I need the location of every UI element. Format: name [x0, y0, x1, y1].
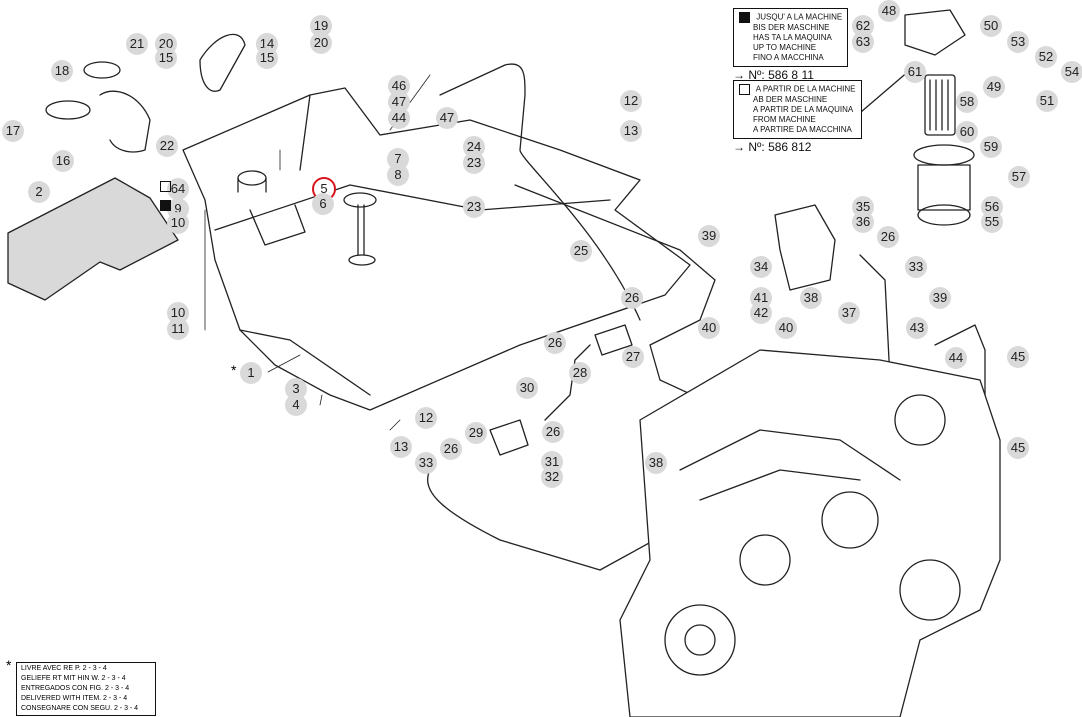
callout-40[interactable]: 40: [775, 317, 797, 339]
legend-line: A PARTIR DE LA MACHINE: [755, 84, 856, 94]
legend-line: FROM MACHINE: [753, 115, 816, 124]
callout-6[interactable]: 6: [312, 193, 334, 215]
note-asterisk: *: [6, 657, 12, 673]
note-line: LIVRE AVEC RE P. 2 - 3 - 4: [21, 665, 107, 672]
callout-60[interactable]: 60: [956, 121, 978, 143]
callout-28[interactable]: 28: [569, 362, 591, 384]
legend-from-machine: A PARTIR DE LA MACHINE AB DER MASCHINE A…: [733, 80, 862, 154]
asterisk-marker-1: *: [231, 362, 237, 378]
callout-23[interactable]: 23: [463, 196, 485, 218]
machine-number-upto: → Nº: 586 8 11: [733, 68, 814, 82]
fuel-tank[interactable]: [182, 87, 691, 411]
callout-33[interactable]: 33: [905, 256, 927, 278]
callout-26[interactable]: 26: [544, 332, 566, 354]
callout-36[interactable]: 36: [852, 211, 874, 233]
callout-16[interactable]: 16: [52, 150, 74, 172]
callout-38[interactable]: 38: [645, 452, 667, 474]
callout-19[interactable]: 19: [310, 15, 332, 37]
solid-square-marker-9: [160, 200, 171, 211]
callout-15[interactable]: 15: [256, 47, 278, 69]
cover-plate[interactable]: [7, 177, 179, 301]
callout-42[interactable]: 42: [750, 302, 772, 324]
callout-49[interactable]: 49: [983, 76, 1005, 98]
callout-53[interactable]: 53: [1007, 31, 1029, 53]
callout-34[interactable]: 34: [750, 256, 772, 278]
legend-line: AB DER MASCHINE: [753, 95, 828, 104]
callout-17[interactable]: 17: [2, 120, 24, 142]
callout-58[interactable]: 58: [956, 91, 978, 113]
callout-45[interactable]: 45: [1007, 437, 1029, 459]
callout-1[interactable]: 1: [240, 362, 262, 384]
open-square-marker: [739, 84, 750, 95]
legend-line: FINO A MACCHINA: [753, 53, 824, 62]
callout-55[interactable]: 55: [981, 211, 1003, 233]
callout-20[interactable]: 20: [310, 32, 332, 54]
callout-43[interactable]: 43: [906, 317, 928, 339]
callout-52[interactable]: 52: [1035, 46, 1057, 68]
solid-square-marker: [739, 12, 750, 23]
callout-64[interactable]: 64: [167, 178, 189, 200]
callout-33[interactable]: 33: [415, 452, 437, 474]
callout-29[interactable]: 29: [465, 422, 487, 444]
callout-50[interactable]: 50: [980, 15, 1002, 37]
legend-line: HAS TA LA MAQUINA: [753, 33, 832, 42]
machine-number-from: → Nº: 586 812: [733, 140, 812, 154]
legend-line: A PARTIR DE LA MAQUINA: [753, 105, 854, 114]
callout-37[interactable]: 37: [838, 302, 860, 324]
callout-39[interactable]: 39: [929, 287, 951, 309]
callout-44[interactable]: 44: [945, 347, 967, 369]
callout-59[interactable]: 59: [980, 136, 1002, 158]
legend-up-to-machine: JUSQU' A LA MACHINE BIS DER MASCHINE HAS…: [733, 8, 849, 82]
callout-18[interactable]: 18: [51, 60, 73, 82]
callout-13[interactable]: 13: [390, 436, 412, 458]
note-line: GELIEFE RT MIT HIN W. 2 - 3 - 4: [21, 675, 126, 682]
callout-25[interactable]: 25: [570, 240, 592, 262]
callout-30[interactable]: 30: [516, 377, 538, 399]
callout-44[interactable]: 44: [388, 107, 410, 129]
callout-47[interactable]: 47: [436, 107, 458, 129]
callout-22[interactable]: 22: [156, 135, 178, 157]
callout-21[interactable]: 21: [126, 33, 148, 55]
callout-26[interactable]: 26: [877, 226, 899, 248]
callout-11[interactable]: 11: [167, 318, 189, 340]
legend-line: UP TO MACHINE: [753, 43, 817, 52]
note-line: ENTREGADOS CON FIG. 2 - 3 - 4: [21, 685, 130, 692]
callout-23[interactable]: 23: [463, 152, 485, 174]
callout-40[interactable]: 40: [698, 317, 720, 339]
callout-12[interactable]: 12: [620, 90, 642, 112]
callout-8[interactable]: 8: [387, 164, 409, 186]
callout-57[interactable]: 57: [1008, 166, 1030, 188]
callout-63[interactable]: 63: [852, 31, 874, 53]
callout-39[interactable]: 39: [698, 225, 720, 247]
fuel-filter-34[interactable]: [774, 204, 836, 291]
callout-51[interactable]: 51: [1036, 90, 1058, 112]
callout-2[interactable]: 2: [28, 181, 50, 203]
callout-26[interactable]: 26: [440, 438, 462, 460]
delivered-with-note: * LIVRE AVEC RE P. 2 - 3 - 4 GELIEFE RT …: [6, 657, 156, 716]
callout-48[interactable]: 48: [878, 0, 900, 22]
callout-4[interactable]: 4: [285, 394, 307, 416]
callout-15[interactable]: 15: [155, 47, 177, 69]
callout-27[interactable]: 27: [622, 346, 644, 368]
callout-10[interactable]: 10: [167, 212, 189, 234]
callout-38[interactable]: 38: [800, 287, 822, 309]
callout-32[interactable]: 32: [541, 466, 563, 488]
note-line: CONSEGNARE CON SEGU. 2 - 3 - 4: [21, 705, 139, 712]
callout-45[interactable]: 45: [1007, 346, 1029, 368]
legend-line: A PARTIRE DA MACCHINA: [753, 125, 852, 134]
legend-line: JUSQU' A LA MACHINE: [756, 12, 843, 22]
legend-line: BIS DER MASCHINE: [753, 23, 830, 32]
engine[interactable]: [619, 349, 1001, 717]
callout-61[interactable]: 61: [904, 61, 926, 83]
callout-26[interactable]: 26: [621, 287, 643, 309]
callout-12[interactable]: 12: [415, 407, 437, 429]
callout-13[interactable]: 13: [620, 120, 642, 142]
callout-26[interactable]: 26: [542, 421, 564, 443]
callout-54[interactable]: 54: [1061, 61, 1082, 83]
open-square-marker-64: [160, 181, 171, 192]
note-line: DELIVERED WITH ITEM. 2 - 3 - 4: [21, 695, 128, 702]
